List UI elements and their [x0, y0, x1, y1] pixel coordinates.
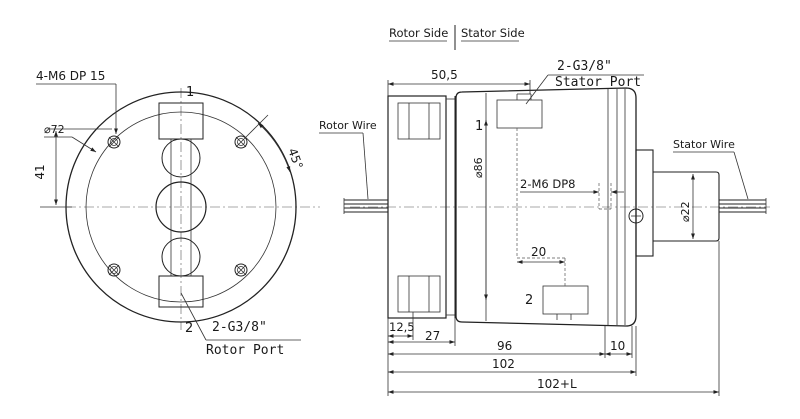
side-holes-label: 2-M6 DP8 — [520, 177, 575, 191]
stator-port-thread: 2-G3/8" — [557, 59, 612, 74]
mounting-hole — [234, 263, 248, 277]
bolt-circle — [85, 111, 277, 303]
rotor-flange — [387, 95, 447, 319]
rotor-wire-label: Rotor Wire — [319, 119, 377, 132]
front-height-label: 41 — [33, 164, 47, 179]
dim-10: 10 — [610, 339, 625, 353]
rotor-side-label: Rotor Side — [389, 26, 448, 40]
stator-end-plate — [635, 149, 654, 257]
center-bore — [155, 181, 207, 233]
stator-wire-label: Stator Wire — [673, 138, 735, 151]
dim-102: 102 — [492, 357, 515, 371]
side-port-2-number: 2 — [525, 293, 533, 308]
dim-96: 96 — [497, 339, 512, 353]
side-port-1-number: 1 — [475, 119, 483, 134]
side-view: Rotor Wire — [319, 59, 770, 396]
rotor-port-1-slot — [158, 102, 204, 140]
side-shaft-diameter: ⌀22 — [679, 201, 692, 222]
stator-shaft — [653, 171, 720, 242]
stator-side-label: Stator Side — [461, 26, 525, 40]
front-angle-label: 45° — [285, 146, 305, 171]
front-diameter-label: ⌀72 — [44, 123, 65, 136]
rotor-wires — [343, 198, 388, 214]
dim-102-L: 102+L — [537, 377, 577, 391]
header: Rotor Side Stator Side — [389, 25, 525, 50]
mounting-hole — [234, 135, 248, 149]
dim-12-5: 12,5 — [389, 320, 415, 334]
dim-50-5: 50,5 — [431, 68, 458, 82]
dim-20: 20 — [531, 245, 546, 259]
rotor-port-2-slot — [158, 275, 204, 308]
front-holes-label: 4-M6 DP 15 — [36, 69, 105, 83]
stator-wires — [719, 198, 767, 214]
front-view: 4-M6 DP 15 ⌀72 41 45° 1 2 2-G3/8" Rotor … — [33, 69, 320, 358]
mounting-hole — [107, 135, 121, 149]
dim-27: 27 — [425, 329, 440, 343]
rotor-port-thread: 2-G3/8" — [212, 320, 267, 335]
side-body-diameter: ⌀86 — [472, 157, 485, 178]
rotor-port-name: Rotor Port — [206, 343, 284, 358]
mounting-hole — [107, 263, 121, 277]
stator-port-name: Stator Port — [555, 75, 641, 90]
front-port-1-number: 1 — [186, 85, 194, 100]
front-port-2-number: 2 — [185, 321, 193, 336]
stator-body — [455, 87, 637, 327]
